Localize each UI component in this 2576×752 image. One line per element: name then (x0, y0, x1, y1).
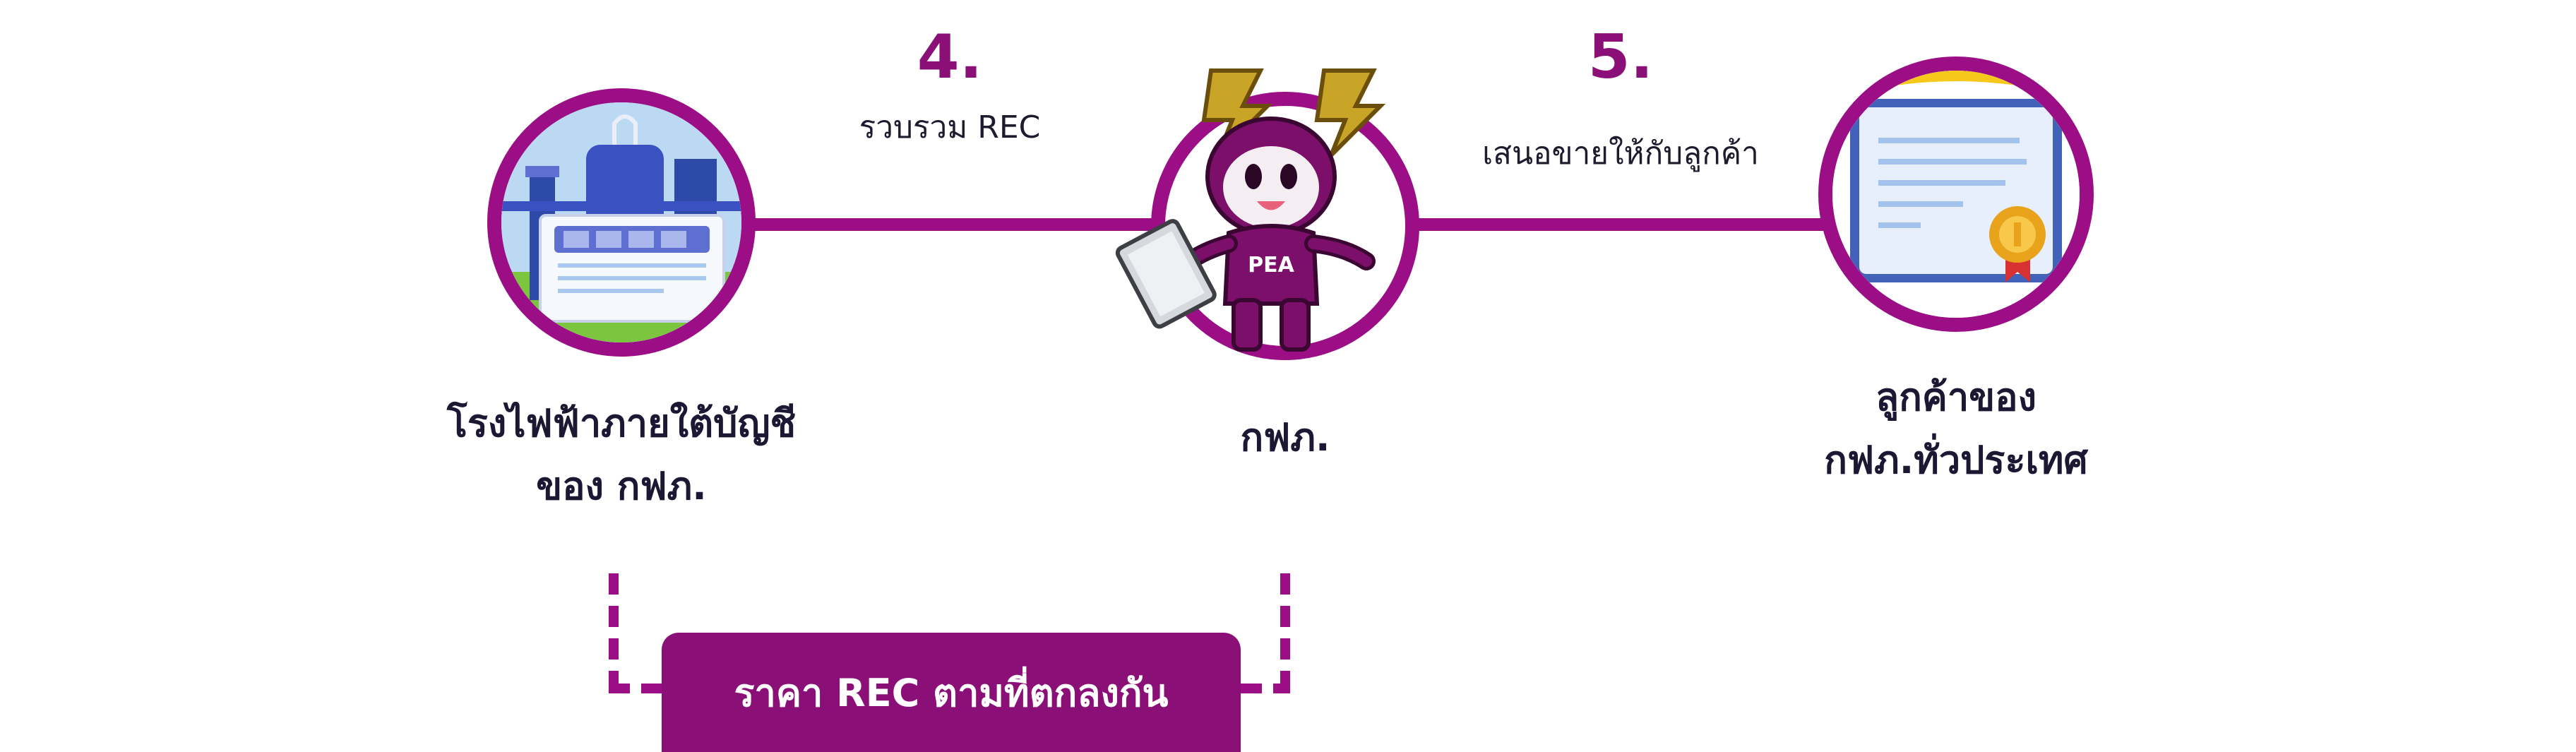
power-plant-title-line2: ของ กฟภ. (536, 464, 707, 509)
power-plant-node (487, 88, 756, 357)
connector-line-pea-to-customers (1409, 218, 1847, 231)
step-number-5: 5. (1587, 22, 1654, 92)
step-number-4: 4. (917, 22, 983, 92)
certificate-icon (1832, 71, 2080, 318)
customers-title-line2: กฟภ.ทั่วประเทศ (1824, 438, 2088, 483)
power-plant-title: โรงไฟฟ้าภายใต้บัญชี ของ กฟภ. (339, 392, 904, 518)
connector-line-plant-to-pea (741, 218, 1179, 231)
customers-node (1818, 56, 2094, 332)
power-plant-title-line1: โรงไฟฟ้าภายใต้บัญชี (446, 401, 797, 446)
dotted-line-left-horizontal (609, 684, 662, 693)
power-plant-icon (501, 102, 741, 342)
rec-price-label: ราคา REC ตามที่ตกลงกัน (734, 670, 1169, 715)
step-label-collect-rec: รวบรวม REC (859, 109, 1041, 145)
pea-mascot-icon: PEA (1115, 68, 1386, 352)
dotted-line-left-vertical (609, 573, 619, 693)
dotted-line-right-vertical (1280, 573, 1290, 693)
pea-title: กฟภ. (1240, 415, 1330, 460)
rec-price-box: ราคา REC ตามที่ตกลงกัน (662, 633, 1241, 752)
pea-badge-text: PEA (1248, 253, 1294, 277)
customers-title-line1: ลูกค้าของ (1876, 375, 2037, 419)
tablet-icon (1115, 219, 1217, 329)
dotted-line-right-horizontal (1241, 684, 1290, 693)
medal-icon (1989, 206, 2046, 282)
step-label-offer-to-customers: เสนอขายให้กับลูกค้า (1482, 136, 1759, 172)
customers-title: ลูกค้าของ กฟภ.ทั่วประเทศ (1674, 366, 2238, 491)
